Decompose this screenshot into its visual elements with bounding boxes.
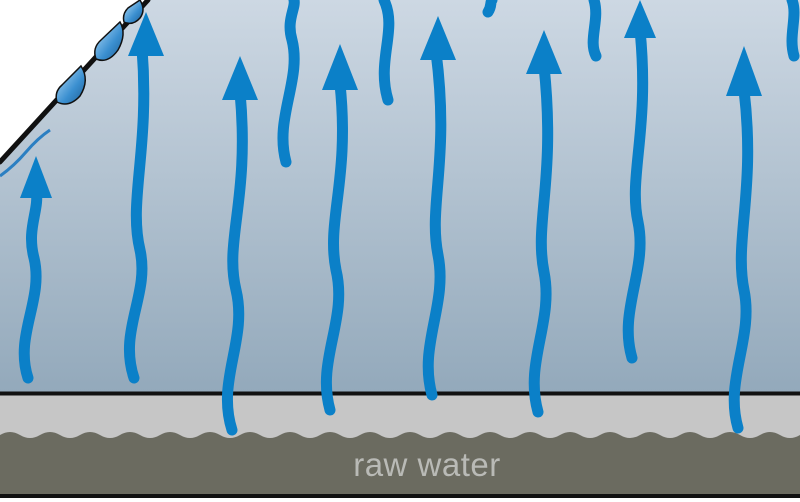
arrow-head bbox=[726, 46, 762, 96]
condensate-droplets bbox=[0, 0, 144, 178]
vapour-arrow bbox=[587, 0, 602, 62]
vapour-arrow bbox=[320, 78, 348, 416]
raw-water bbox=[0, 432, 800, 494]
air-chamber bbox=[0, 0, 800, 393]
vapour-arrow bbox=[378, 0, 395, 106]
vapour-arrow bbox=[528, 60, 554, 418]
arrow-head bbox=[526, 30, 562, 74]
bottom-edge bbox=[0, 494, 800, 498]
condensate-droplet bbox=[94, 20, 124, 62]
basin-floor bbox=[0, 395, 800, 438]
arrow-head bbox=[420, 16, 456, 60]
arrow-head bbox=[322, 44, 358, 90]
vapour-arrows bbox=[18, 0, 800, 436]
vapour-arrow bbox=[277, 0, 300, 168]
vapour-arrow bbox=[728, 84, 754, 434]
vapour-arrow bbox=[622, 24, 649, 364]
vapour-arrow bbox=[422, 46, 447, 401]
arrow-head bbox=[20, 156, 52, 198]
arrow-heads bbox=[20, 0, 762, 198]
condensate-droplet bbox=[122, 0, 144, 25]
arrow-head bbox=[624, 0, 656, 38]
vapour-arrow bbox=[482, 0, 498, 18]
vapour-arrow bbox=[123, 42, 150, 384]
vapour-arrow bbox=[786, 0, 800, 62]
vapour-arrow bbox=[221, 86, 248, 436]
condensate-film bbox=[0, 128, 51, 178]
raw-water-label: raw water bbox=[353, 446, 501, 483]
arrow-head bbox=[128, 12, 164, 56]
condensate-droplet bbox=[55, 64, 86, 105]
arrow-head bbox=[222, 56, 258, 100]
vapour-arrow bbox=[18, 184, 43, 384]
